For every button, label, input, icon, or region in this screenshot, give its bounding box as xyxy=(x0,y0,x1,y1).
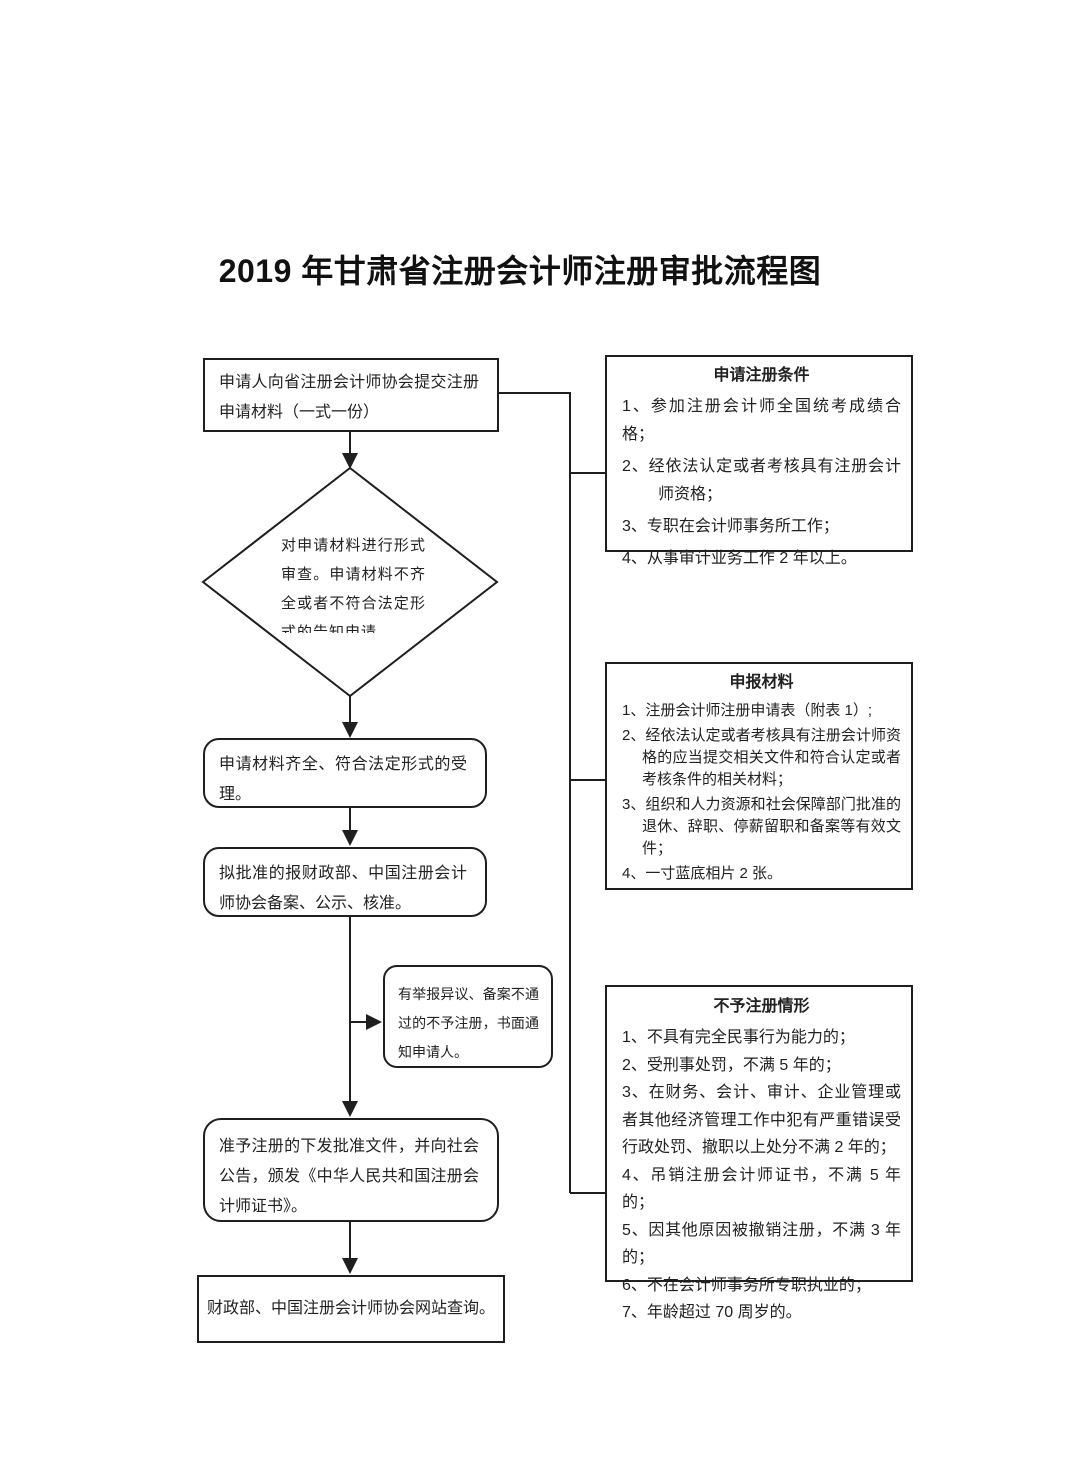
decision-formal-review-label: 对申请材料进行形式审查。申请材料不齐全或者不符合法定形式的告知申请 xyxy=(281,537,426,633)
panel-item: 1、参加注册会计师全国统考成绩合格； xyxy=(622,398,901,443)
flow-step-website-query: 财政部、中国注册会计师协会网站查询。 xyxy=(197,1275,505,1343)
panel-item: 4、吊销注册会计师证书，不满 5 年的； xyxy=(622,1166,901,1212)
page-title: 2019 年甘肃省注册会计师注册审批流程图 xyxy=(218,253,822,289)
panel-item: 1、注册会计师注册申请表（附表 1）; xyxy=(622,702,873,719)
panel-registration-conditions-title: 申请注册条件 xyxy=(713,367,810,384)
panel-item: 6、不在会计师事务所专职执业的； xyxy=(622,1276,871,1294)
panel-item: 5、因其他原因被撤销注册，不满 3 年的； xyxy=(622,1221,901,1267)
arrow-review-to-accept xyxy=(342,696,358,738)
arrow-approve-to-query xyxy=(342,1222,358,1274)
flow-note-rejection: 有举报异议、备案不通过的不予注册，书面通知申请人。 xyxy=(383,965,553,1068)
arrow-accept-to-report xyxy=(342,808,358,846)
flow-step-accept: 申请材料齐全、符合法定形式的受理。 xyxy=(203,738,487,808)
panel-item: 7、年龄超过 70 周岁的。 xyxy=(622,1304,802,1321)
panel-application-materials-title: 申报材料 xyxy=(729,674,794,691)
panel-item: 2、经依法认定或者考核具有注册会计师资格的应当提交相关文件和符合认定或者考核条件… xyxy=(622,727,901,788)
flow-step-submit-materials: 申请人向省注册会计师协会提交注册申请材料（一式一份） xyxy=(203,358,499,432)
panel-item: 2、受刑事处罚，不满 5 年的； xyxy=(622,1056,841,1074)
arrow-submit-to-review xyxy=(342,432,358,469)
connector-trunk-line xyxy=(499,392,571,1193)
flow-step-file-report: 拟批准的报财政部、中国注册会计师协会备案、公示、核准。 xyxy=(203,847,487,917)
panel-denial-situations-title: 不予注册情形 xyxy=(713,998,810,1015)
panel-denial-situations: 不予注册情形 1、不具有完全民事行为能力的； 2、受刑事处罚，不满 5 年的； … xyxy=(605,985,913,1321)
arrow-report-to-approve xyxy=(342,917,358,1117)
panel-item: 2、经依法认定或者考核具有注册会计师资格； xyxy=(622,458,901,503)
panel-application-materials: 申报材料 1、注册会计师注册申请表（附表 1）; 2、经依法认定或者考核具有注册… xyxy=(605,662,913,890)
panel-item: 3、在财务、会计、审计、企业管理或者其他经济管理工作中犯有严重错误受行政处罚、撤… xyxy=(622,1084,901,1156)
panel-item: 4、一寸蓝底相片 2 张。 xyxy=(622,865,783,882)
panel-item: 3、组织和人力资源和社会保障部门批准的退休、辞职、停薪留职和备案等有效文件； xyxy=(622,796,901,857)
arrow-branch-to-reject-note xyxy=(350,1014,382,1030)
panel-registration-conditions: 申请注册条件 1、参加注册会计师全国统考成绩合格； 2、经依法认定或者考核具有注… xyxy=(605,355,913,567)
panel-item: 3、专职在会计师事务所工作； xyxy=(622,518,839,535)
flow-step-approve-issue-certificate: 准予注册的下发批准文件，并向社会公告，颁发《中华人民共和国注册会计师证书》。 xyxy=(203,1118,499,1222)
panel-item: 4、从事审计业务工作 2 年以上。 xyxy=(622,550,857,567)
panel-item: 1、不具有完全民事行为能力的； xyxy=(622,1029,855,1046)
